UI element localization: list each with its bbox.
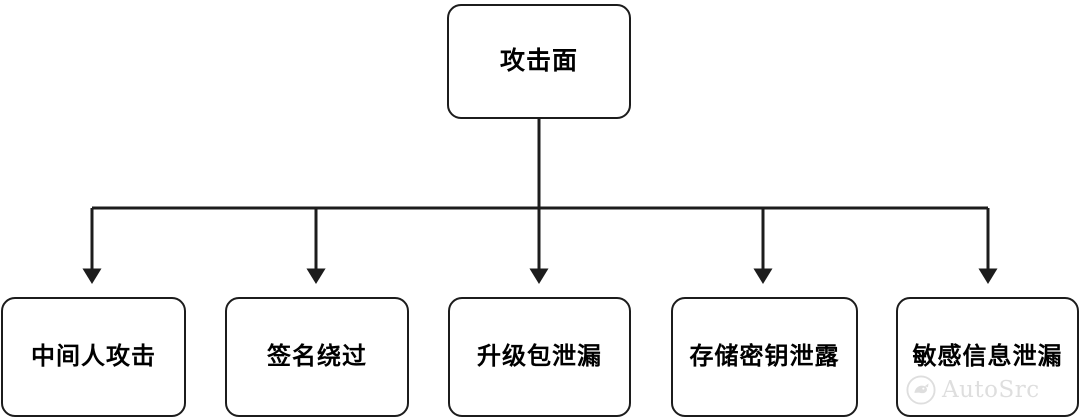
node-leaf-label: 中间人攻击 (31, 343, 156, 370)
node-root-label: 攻击面 (499, 47, 578, 75)
node-leaf-label: 敏感信息泄漏 (912, 343, 1063, 370)
node-root-attack-surface[interactable]: 攻击面 (447, 4, 631, 119)
node-leaf-man-in-the-middle[interactable]: 中间人攻击 (1, 297, 186, 417)
node-leaf-stored-key-leak[interactable]: 存储密钥泄露 (671, 297, 858, 417)
node-leaf-label: 存储密钥泄露 (689, 343, 840, 370)
node-leaf-signature-bypass[interactable]: 签名绕过 (225, 297, 409, 417)
node-leaf-sensitive-info-leak[interactable]: 敏感信息泄漏 (896, 297, 1079, 417)
node-leaf-label: 签名绕过 (267, 343, 367, 370)
node-leaf-label: 升级包泄漏 (477, 343, 602, 370)
node-leaf-upgrade-package-leak[interactable]: 升级包泄漏 (448, 297, 631, 417)
